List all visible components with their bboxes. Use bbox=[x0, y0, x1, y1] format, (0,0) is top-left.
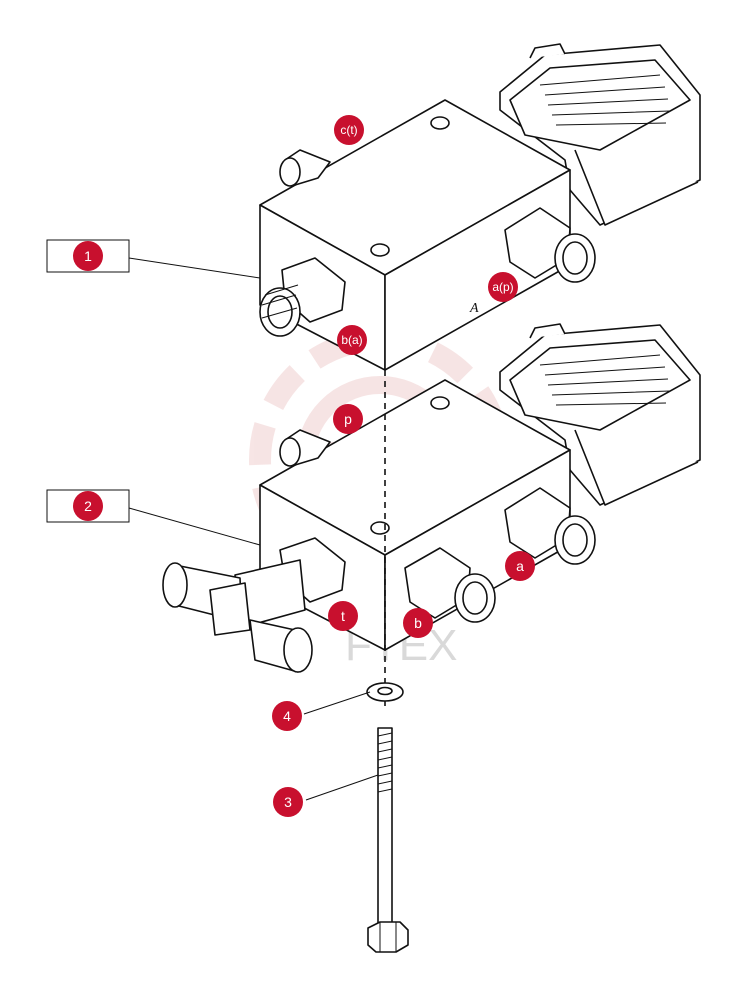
svg-text:4: 4 bbox=[283, 708, 291, 724]
callout-port-ct[interactable]: c(t) bbox=[334, 115, 364, 145]
callout-3[interactable]: 3 bbox=[273, 787, 303, 817]
fitting-a-upper bbox=[504, 207, 596, 283]
solenoid-coil-lower bbox=[499, 323, 701, 506]
callout-4[interactable]: 4 bbox=[272, 701, 302, 731]
svg-text:p: p bbox=[344, 411, 352, 427]
washer bbox=[366, 682, 404, 702]
solenoid-coil-upper bbox=[499, 43, 701, 226]
svg-text:a(p): a(p) bbox=[492, 280, 513, 294]
bolt bbox=[367, 727, 409, 953]
svg-text:b(a): b(a) bbox=[341, 333, 362, 347]
solenoid-valve-upper: A bbox=[259, 43, 701, 371]
solenoid-valve-lower bbox=[162, 323, 701, 673]
fitting-b-lower bbox=[404, 547, 496, 623]
fitting-a-lower bbox=[504, 487, 596, 565]
svg-text:3: 3 bbox=[284, 794, 292, 810]
callout-port-t[interactable]: t bbox=[328, 601, 358, 631]
leader-lines bbox=[128, 257, 379, 801]
svg-text:a: a bbox=[516, 558, 524, 574]
svg-text:1: 1 bbox=[84, 248, 92, 264]
callout-port-ba[interactable]: b(a) bbox=[337, 325, 367, 355]
callout-port-a[interactable]: a bbox=[505, 551, 535, 581]
fitting-b-upper bbox=[259, 257, 346, 337]
body-marking-letter: A bbox=[469, 301, 479, 316]
callout-port-ap[interactable]: a(p) bbox=[488, 272, 518, 302]
svg-text:c(t): c(t) bbox=[340, 123, 357, 137]
svg-text:b: b bbox=[414, 615, 422, 631]
callout-port-b[interactable]: b bbox=[403, 608, 433, 638]
svg-text:t: t bbox=[341, 608, 345, 624]
callout-port-p[interactable]: p bbox=[333, 404, 363, 434]
callout-1[interactable]: 1 bbox=[73, 241, 103, 271]
svg-text:2: 2 bbox=[84, 498, 92, 514]
callout-2[interactable]: 2 bbox=[73, 491, 103, 521]
tee-fitting bbox=[162, 537, 346, 673]
